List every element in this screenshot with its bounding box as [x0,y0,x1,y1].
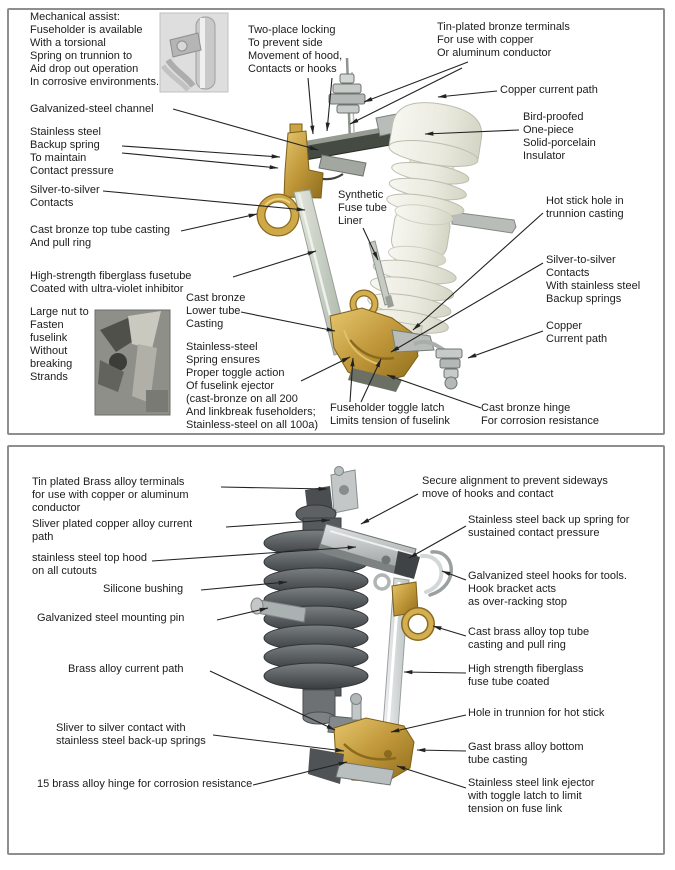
label-copper-current-path-2: Copper Current path [546,320,608,345]
label-sliver-plated-copper: Sliver plated copper alloy current path [32,518,193,543]
label-silver-contacts-backup: Silver-to-silver Contacts With stainless… [546,254,641,305]
label-hot-stick-hole: Hot stick hole in trunnion casting [546,195,624,220]
label-stainless-backup-spring-2: Stainless steel back up spring for susta… [468,514,630,539]
label-cast-bronze-lower: Cast bronze Lower tube Casting [186,292,246,330]
label-bird-proofed: Bird-proofed One-piece Solid-porcelain I… [523,111,596,162]
label-galvanized-mounting-pin: Galvanized steel mounting pin [37,612,185,624]
label-mechanical-assist: Mechanical assist: Fuseholder is availab… [30,11,159,88]
label-brass-current-path: Brass alloy current path [68,663,184,675]
label-large-nut: Large nut to Fasten fuselink Without bre… [30,306,89,383]
label-brass-hinge-15: 15 brass alloy hinge for corrosion resis… [37,778,253,790]
label-galvanized-channel: Galvanized-steel channel [30,103,154,115]
label-fuseholder-toggle-latch: Fuseholder toggle latch Limits tension o… [330,402,450,427]
label-stainless-spring-toggle: Stainless-steel Spring ensures Proper to… [186,341,319,431]
label-tin-plated-brass: Tin plated Brass alloy terminals for use… [32,476,189,514]
label-fiberglass-fusetube: High-strength fiberglass fusetube Coated… [30,270,192,295]
label-cast-bronze-hinge: Cast bronze hinge For corrosion resistan… [481,402,599,427]
label-two-place-locking: Two-place locking To prevent side Moveme… [248,24,343,75]
label-silver-contacts: Silver-to-silver Contacts [30,184,100,209]
label-sliver-silver-contact: Sliver to silver contact with stainless … [56,722,206,747]
label-copper-current-path: Copper current path [500,84,598,96]
label-stainless-backup-spring: Stainless steel Backup spring To maintai… [30,126,114,177]
label-galvanized-hooks: Galvanized steel hooks for tools. Hook b… [468,570,627,608]
label-stainless-top-hood: stainless steel top hood on all cutouts [32,552,147,577]
label-tin-plated-terminals: Tin-plated bronze terminals For use with… [437,21,570,59]
label-cast-brass-top-tube: Cast brass alloy top tube casting and pu… [468,626,590,651]
label-high-strength-fiberglass: High strength fiberglass fuse tube coate… [468,663,584,688]
label-synthetic-liner: Synthetic Fuse tube Liner [338,189,387,227]
label-hole-in-trunnion: Hole in trunnion for hot stick [468,707,605,719]
label-secure-alignment: Secure alignment to prevent sideways mov… [422,475,608,500]
label-cast-bronze-top: Cast bronze top tube casting And pull ri… [30,224,171,249]
label-gast-brass-bottom: Gast brass alloy bottom tube casting [468,741,584,766]
label-silicone-bushing: Silicone bushing [103,583,184,595]
label-stainless-link-ejector: Stainless steel link ejector with toggle… [468,777,595,815]
